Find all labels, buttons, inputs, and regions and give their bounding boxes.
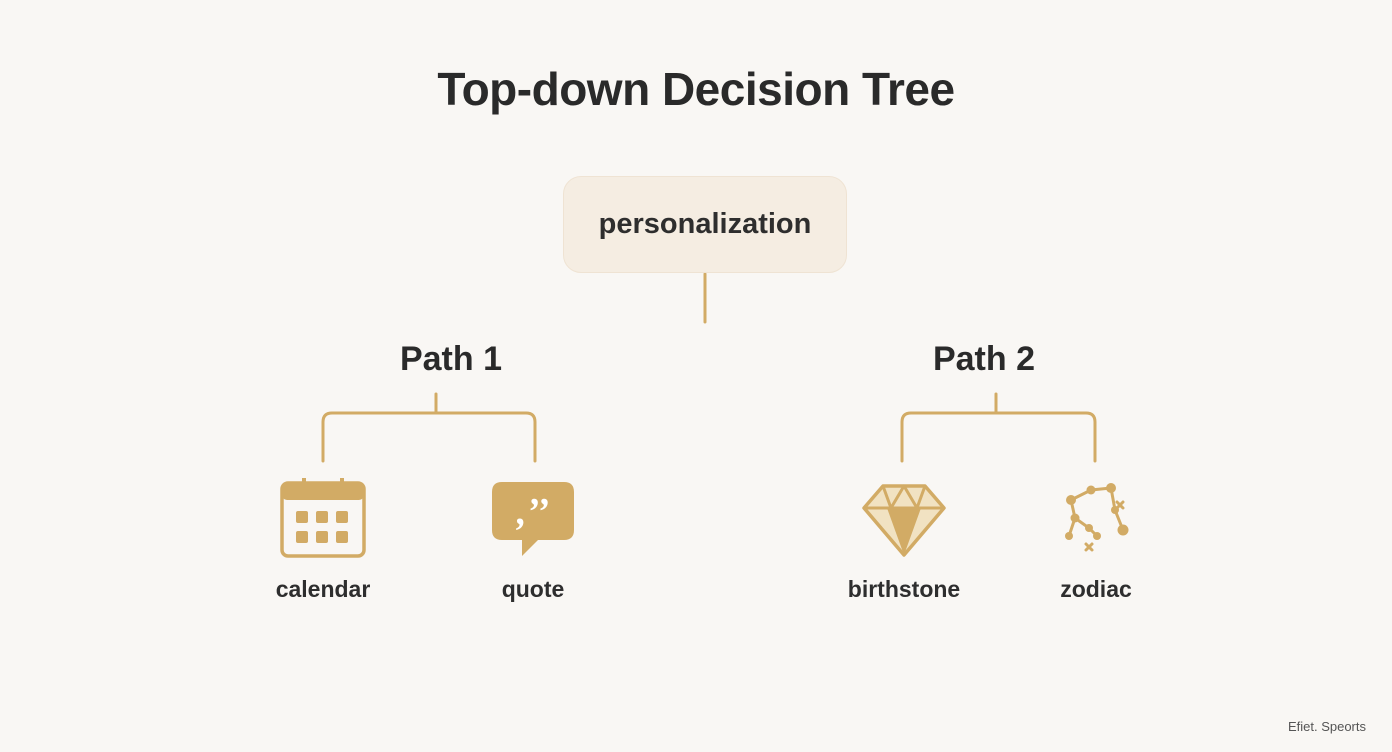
calendar-icon — [280, 478, 366, 558]
root-node: personalization — [563, 176, 847, 273]
leaf-quote-label: quote — [501, 576, 565, 602]
leaf-calendar: calendar — [243, 478, 403, 603]
svg-text:,’’: ,’’ — [516, 491, 549, 533]
leaf-calendar-label: calendar — [275, 576, 371, 602]
footer-watermark: Efiet. Speorts — [1287, 719, 1366, 734]
root-node-label: personalization — [598, 208, 812, 240]
path-2-bracket — [900, 392, 1097, 463]
leaf-zodiac-label: zodiac — [1060, 576, 1132, 602]
leaf-birthstone-label: birthstone — [847, 576, 961, 602]
path-1-bracket — [321, 392, 537, 463]
quote-bubble-icon: ,’’ — [492, 482, 574, 556]
path-1-label: Path 1 — [399, 340, 503, 378]
constellation-icon — [1065, 483, 1129, 552]
diagram-title: Top-down Decision Tree — [437, 63, 955, 115]
leaf-birthstone: birthstone — [824, 478, 984, 603]
path-2-label: Path 2 — [932, 340, 1036, 378]
diamond-icon — [862, 484, 946, 557]
leaf-zodiac: zodiac — [1016, 478, 1176, 603]
leaf-quote: ,’’ quote — [453, 478, 613, 603]
